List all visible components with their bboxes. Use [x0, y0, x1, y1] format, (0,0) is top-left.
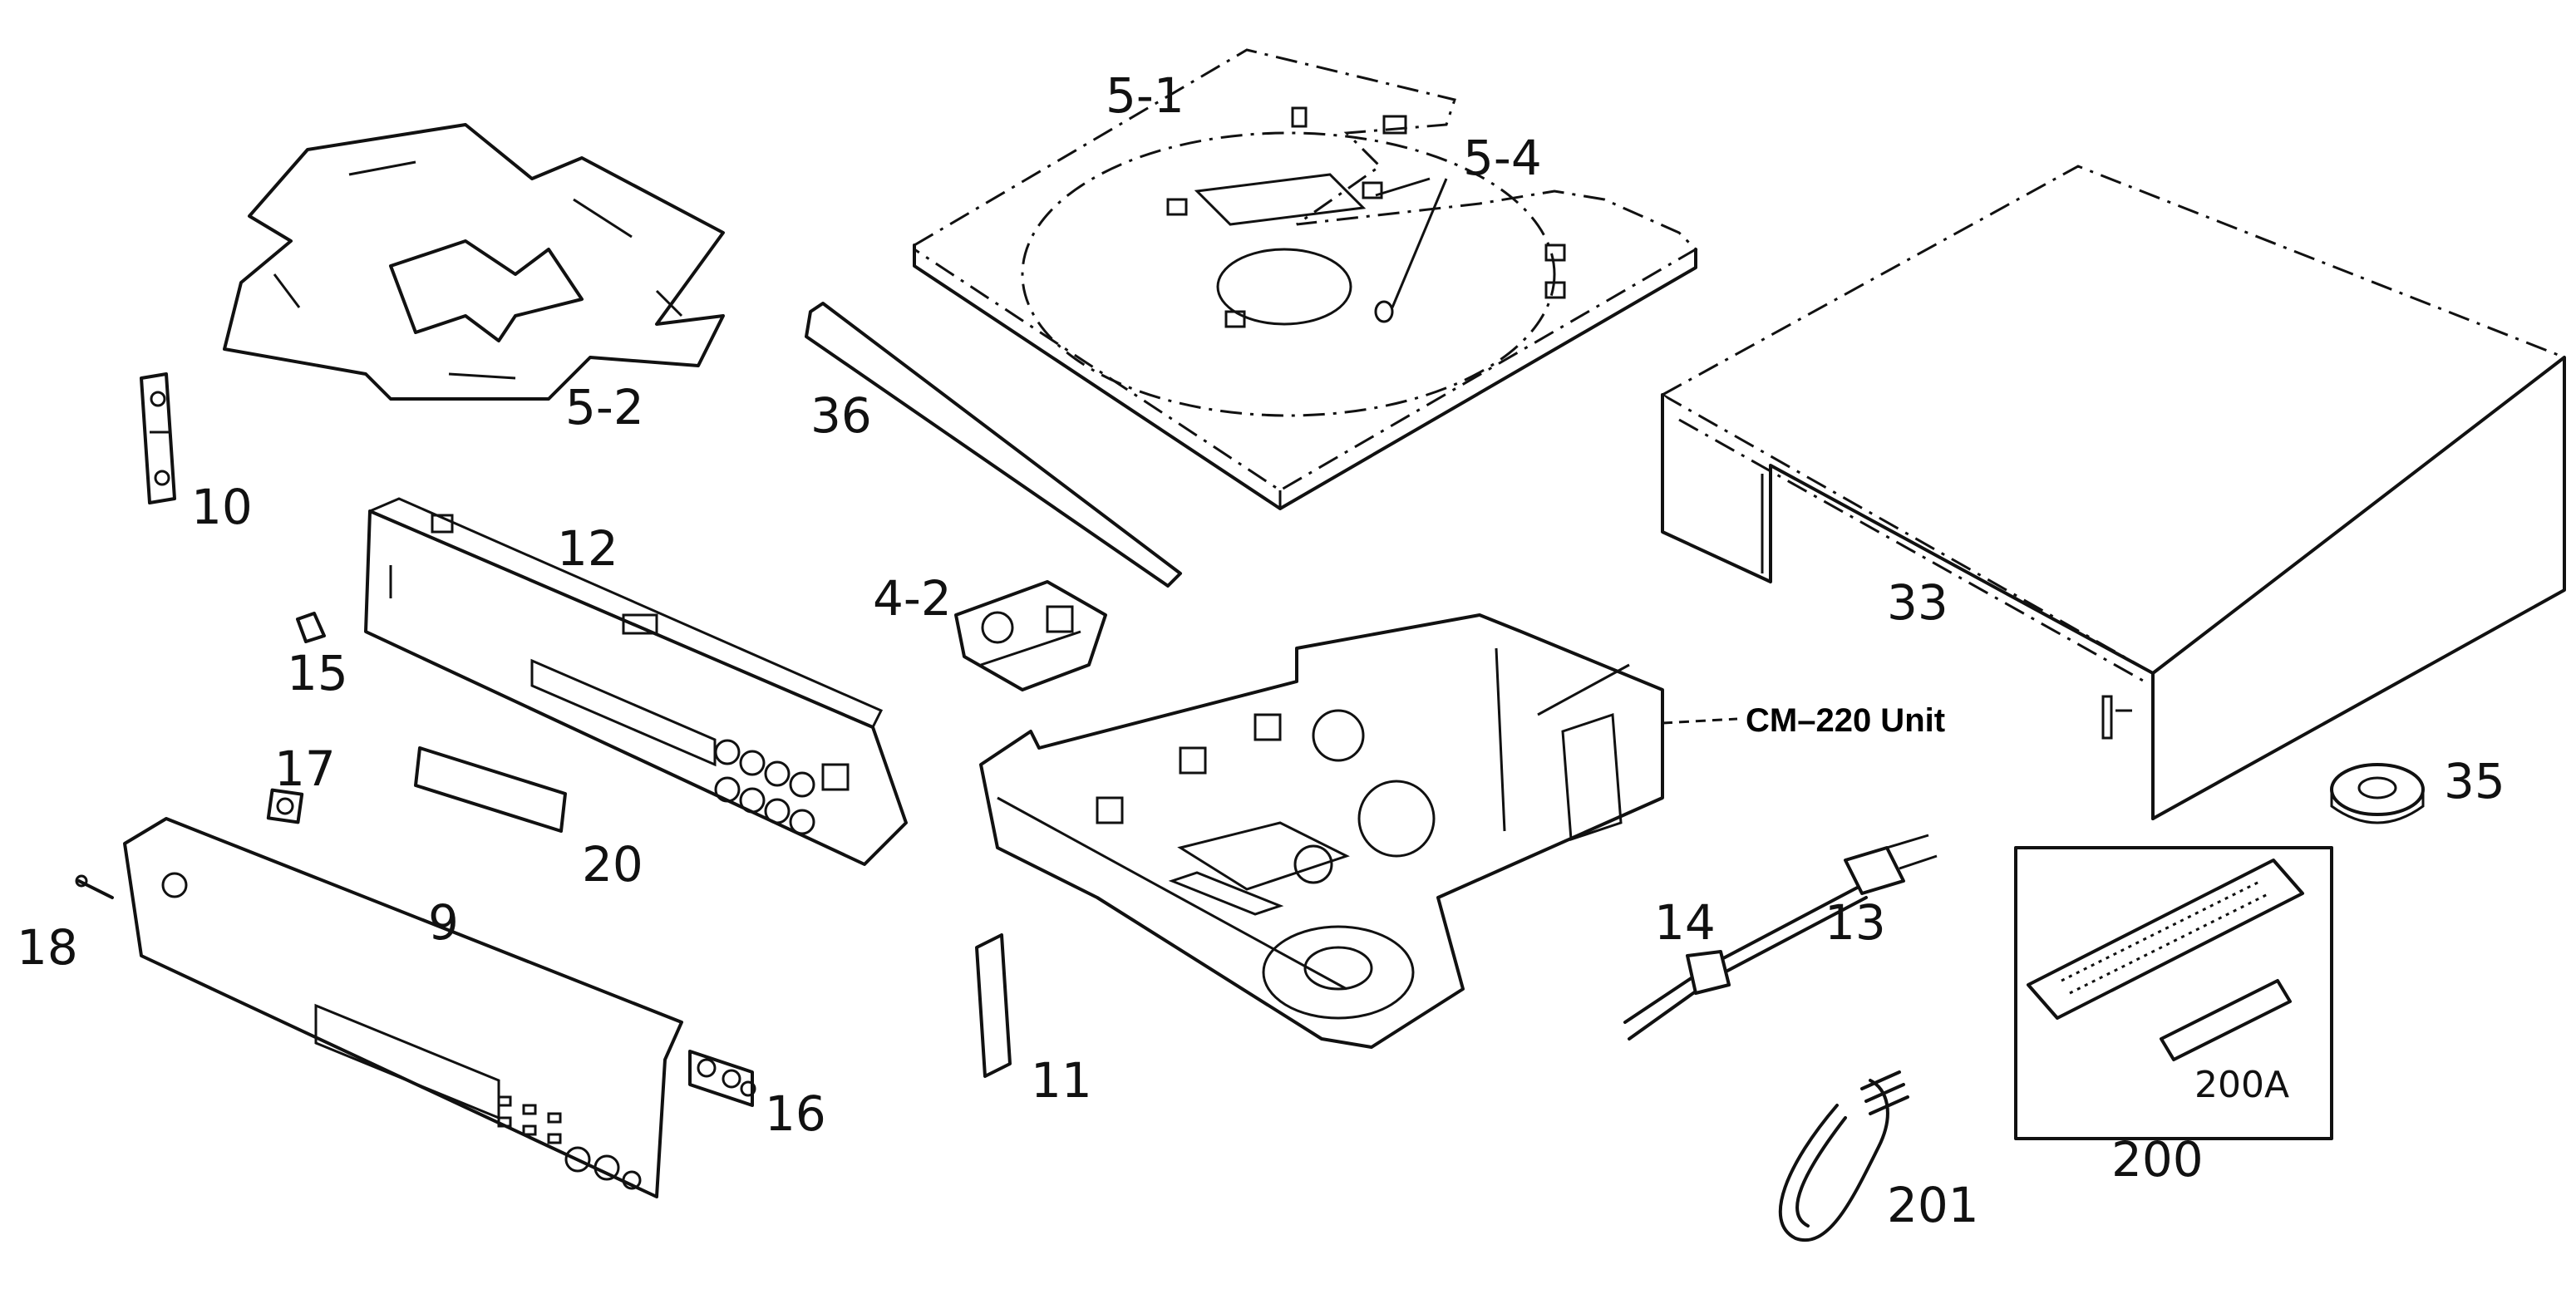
part-5-2-tray-insert [223, 123, 725, 401]
part-201-av-cable [1778, 1070, 1909, 1242]
part-labels: 5-1 5-2 5-4 36 10 12 15 4-2 33 CM–220 Un… [17, 67, 2505, 1233]
part-5-4-leaders [1375, 177, 1448, 308]
part-cm-220-unit [979, 613, 1664, 1049]
label-35: 35 [2444, 753, 2505, 809]
label-cm-220-unit: CM–220 Unit [1746, 702, 1945, 739]
part-35-foot [2330, 763, 2425, 824]
part-13-14-power-cord [1623, 834, 1938, 1041]
part-17-button [266, 788, 304, 824]
label-4-2: 4-2 [873, 570, 952, 627]
label-10: 10 [191, 479, 253, 535]
cm-unit-leader [1662, 717, 1738, 725]
part-4-2-pickup [954, 580, 1107, 691]
label-11: 11 [1031, 1052, 1092, 1109]
label-15: 15 [287, 645, 348, 701]
label-200a: 200A [2194, 1064, 2289, 1106]
label-13: 13 [1825, 894, 1886, 951]
label-14: 14 [1654, 894, 1716, 951]
label-12: 12 [557, 520, 618, 577]
label-36: 36 [810, 387, 872, 444]
label-18: 18 [17, 919, 78, 976]
label-20: 20 [582, 836, 643, 893]
part-12-front-chassis [364, 497, 908, 866]
part-9-front-panel [123, 817, 683, 1198]
part-11-side-bracket [975, 933, 1012, 1078]
label-17: 17 [274, 740, 336, 797]
part-33-top-cover [1661, 165, 2566, 820]
label-5-4: 5-4 [1463, 130, 1542, 186]
label-16: 16 [765, 1085, 826, 1142]
part-200-remote-control-box [2014, 846, 2333, 1140]
part-18-screw [75, 874, 114, 899]
part-10-bracket [140, 372, 176, 504]
label-200: 200 [2111, 1131, 2204, 1188]
label-5-1: 5-1 [1106, 67, 1185, 124]
label-5-2: 5-2 [565, 379, 644, 435]
part-36-front-strip [805, 302, 1182, 588]
part-15-knob [296, 612, 326, 643]
button-grid [497, 1095, 642, 1190]
label-9: 9 [428, 894, 459, 951]
part-16-button-cluster [688, 1050, 756, 1107]
label-33: 33 [1887, 574, 1948, 631]
part-5-1-tray-plate [913, 48, 1698, 510]
label-201: 201 [1887, 1177, 1979, 1233]
jack-array [714, 739, 850, 835]
part-20-window [414, 746, 567, 833]
